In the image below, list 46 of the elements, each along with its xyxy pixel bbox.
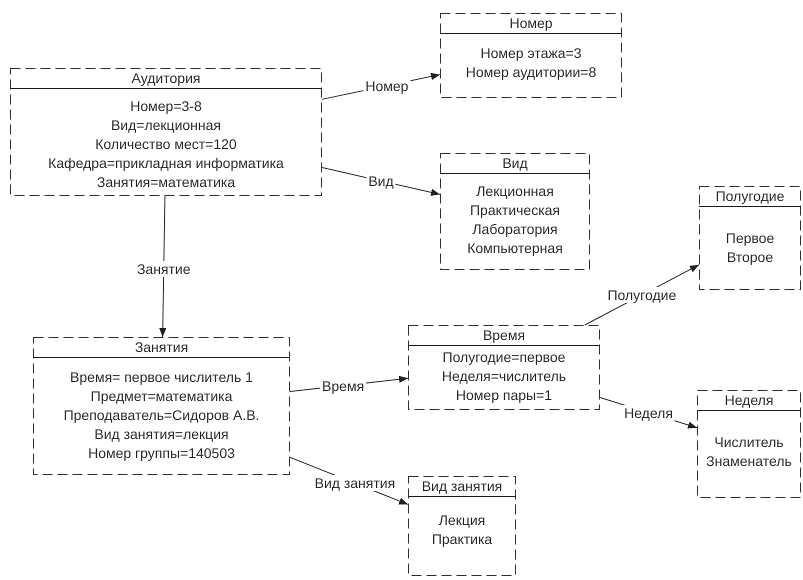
entity-box [699,186,801,290]
entity-title: Номер [440,13,622,34]
attribute-text: Неделя=числитель [442,367,566,386]
attribute-text: Номер этажа=3 [480,44,582,63]
edge-label: Неделя [622,404,675,421]
attribute-text: Лаборатория [472,220,558,239]
arrow [159,196,166,338]
attribute-text: Полугодие=первое [442,348,566,367]
attribute-text: Предмет=математика [90,387,232,406]
attribute-text: Вид занятия=лекция [94,425,229,444]
attribute-text: Второе [726,248,774,267]
attribute-text: Лекционная [476,182,554,201]
entity-title: Аудитория [10,68,322,89]
entity-box [697,390,801,498]
attribute-text: Практика [432,530,492,549]
entity-box [408,325,600,410]
entity-title: Занятия [33,337,290,358]
entity-box [33,337,290,475]
attribute-text: Количество мест=120 [95,135,237,154]
entity-title: Неделя [697,390,801,411]
edge-label: Занятие [134,261,193,278]
attribute-text: Числитель [714,433,784,452]
entity-box [440,13,622,98]
attribute-text: Номер=3-8 [130,97,202,116]
attribute-text: Номер группы=140503 [88,444,235,463]
attribute-text: Преподаватель=Сидоров А.В. [64,406,260,425]
attribute-text: Кафедра=прикладная информатика [48,154,284,173]
attribute-text: Занятия=математика [96,173,236,192]
entity-box [440,153,590,270]
edge-label: Вид занятия [312,475,398,492]
entity-box [408,476,516,576]
entity-title: Полугодие [699,186,801,207]
entity-title: Вид занятия [408,476,516,497]
attribute-text: Практическая [470,201,560,220]
attribute-text: Компьютерная [467,239,563,258]
entity-title: Вид [440,153,590,174]
attribute-text: Первое [726,229,774,248]
attribute-text: Время= первое числитель 1 [70,368,253,387]
attribute-text: Номер аудитории=8 [466,63,596,82]
attribute-text: Знаменатель [706,452,792,471]
attribute-text: Лекция [438,511,486,530]
entity-box [10,68,322,196]
entity-title: Время [408,325,600,346]
edge-label: Номер [363,78,410,94]
attribute-text: Номер пары=1 [456,386,552,405]
attribute-text: Вид=лекционная [110,116,222,135]
